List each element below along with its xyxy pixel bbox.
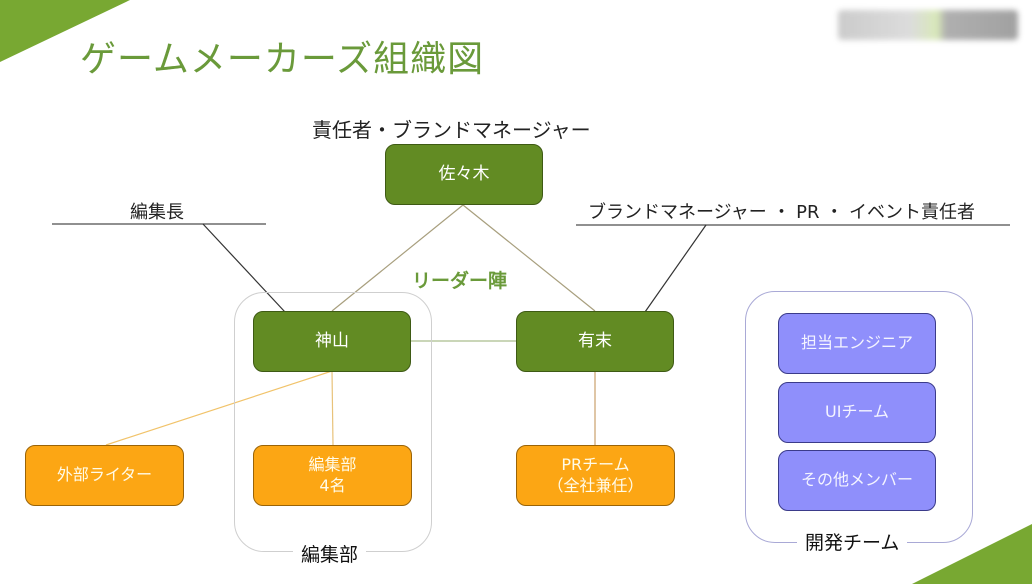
company-logo — [838, 10, 1018, 40]
node-external-writer-label: 外部ライター — [56, 465, 153, 485]
node-editorial[interactable]: 編集部 4名 — [253, 445, 412, 506]
node-pr-team[interactable]: PRチーム （全社兼任） — [516, 445, 675, 506]
node-external-writer[interactable]: 外部ライター — [25, 445, 184, 506]
corner-decoration-top-left — [0, 0, 130, 62]
node-other-members[interactable]: その他メンバー — [778, 450, 936, 511]
role-label-left: 編集長 — [130, 202, 184, 223]
node-ui-team[interactable]: UIチーム — [778, 382, 936, 443]
role-label-top: 責任者・ブランドマネージャー — [312, 118, 591, 142]
node-editorial-label-2: 4名 — [319, 475, 346, 495]
group-label-development: 開発チーム — [797, 528, 908, 555]
node-engineer[interactable]: 担当エンジニア — [778, 313, 936, 374]
node-pr-team-label-1: PRチーム — [561, 454, 630, 474]
node-kamiyama-label: 神山 — [315, 331, 349, 352]
group-label-editorial: 編集部 — [293, 540, 367, 567]
pointer-brand-manager — [644, 224, 707, 313]
link-sasaki-arisue — [462, 204, 596, 312]
node-kamiyama[interactable]: 神山 — [253, 311, 411, 372]
node-pr-team-label-2: （全社兼任） — [547, 475, 644, 495]
node-arisue[interactable]: 有末 — [516, 311, 674, 372]
node-engineer-label: 担当エンジニア — [800, 333, 913, 353]
page-title: ゲームメーカーズ組織図 — [80, 39, 485, 80]
node-arisue-label: 有末 — [578, 331, 612, 352]
node-other-members-label: その他メンバー — [800, 470, 913, 490]
node-sasaki-label: 佐々木 — [438, 164, 490, 185]
role-label-right: ブランドマネージャー ・ PR ・ イベント責任者 — [588, 202, 975, 223]
corner-decoration-bottom-right — [912, 524, 1032, 584]
leaders-label: リーダー陣 — [412, 270, 508, 292]
node-sasaki[interactable]: 佐々木 — [385, 144, 543, 205]
node-editorial-label-1: 編集部 — [308, 454, 357, 474]
node-ui-team-label: UIチーム — [825, 402, 889, 422]
